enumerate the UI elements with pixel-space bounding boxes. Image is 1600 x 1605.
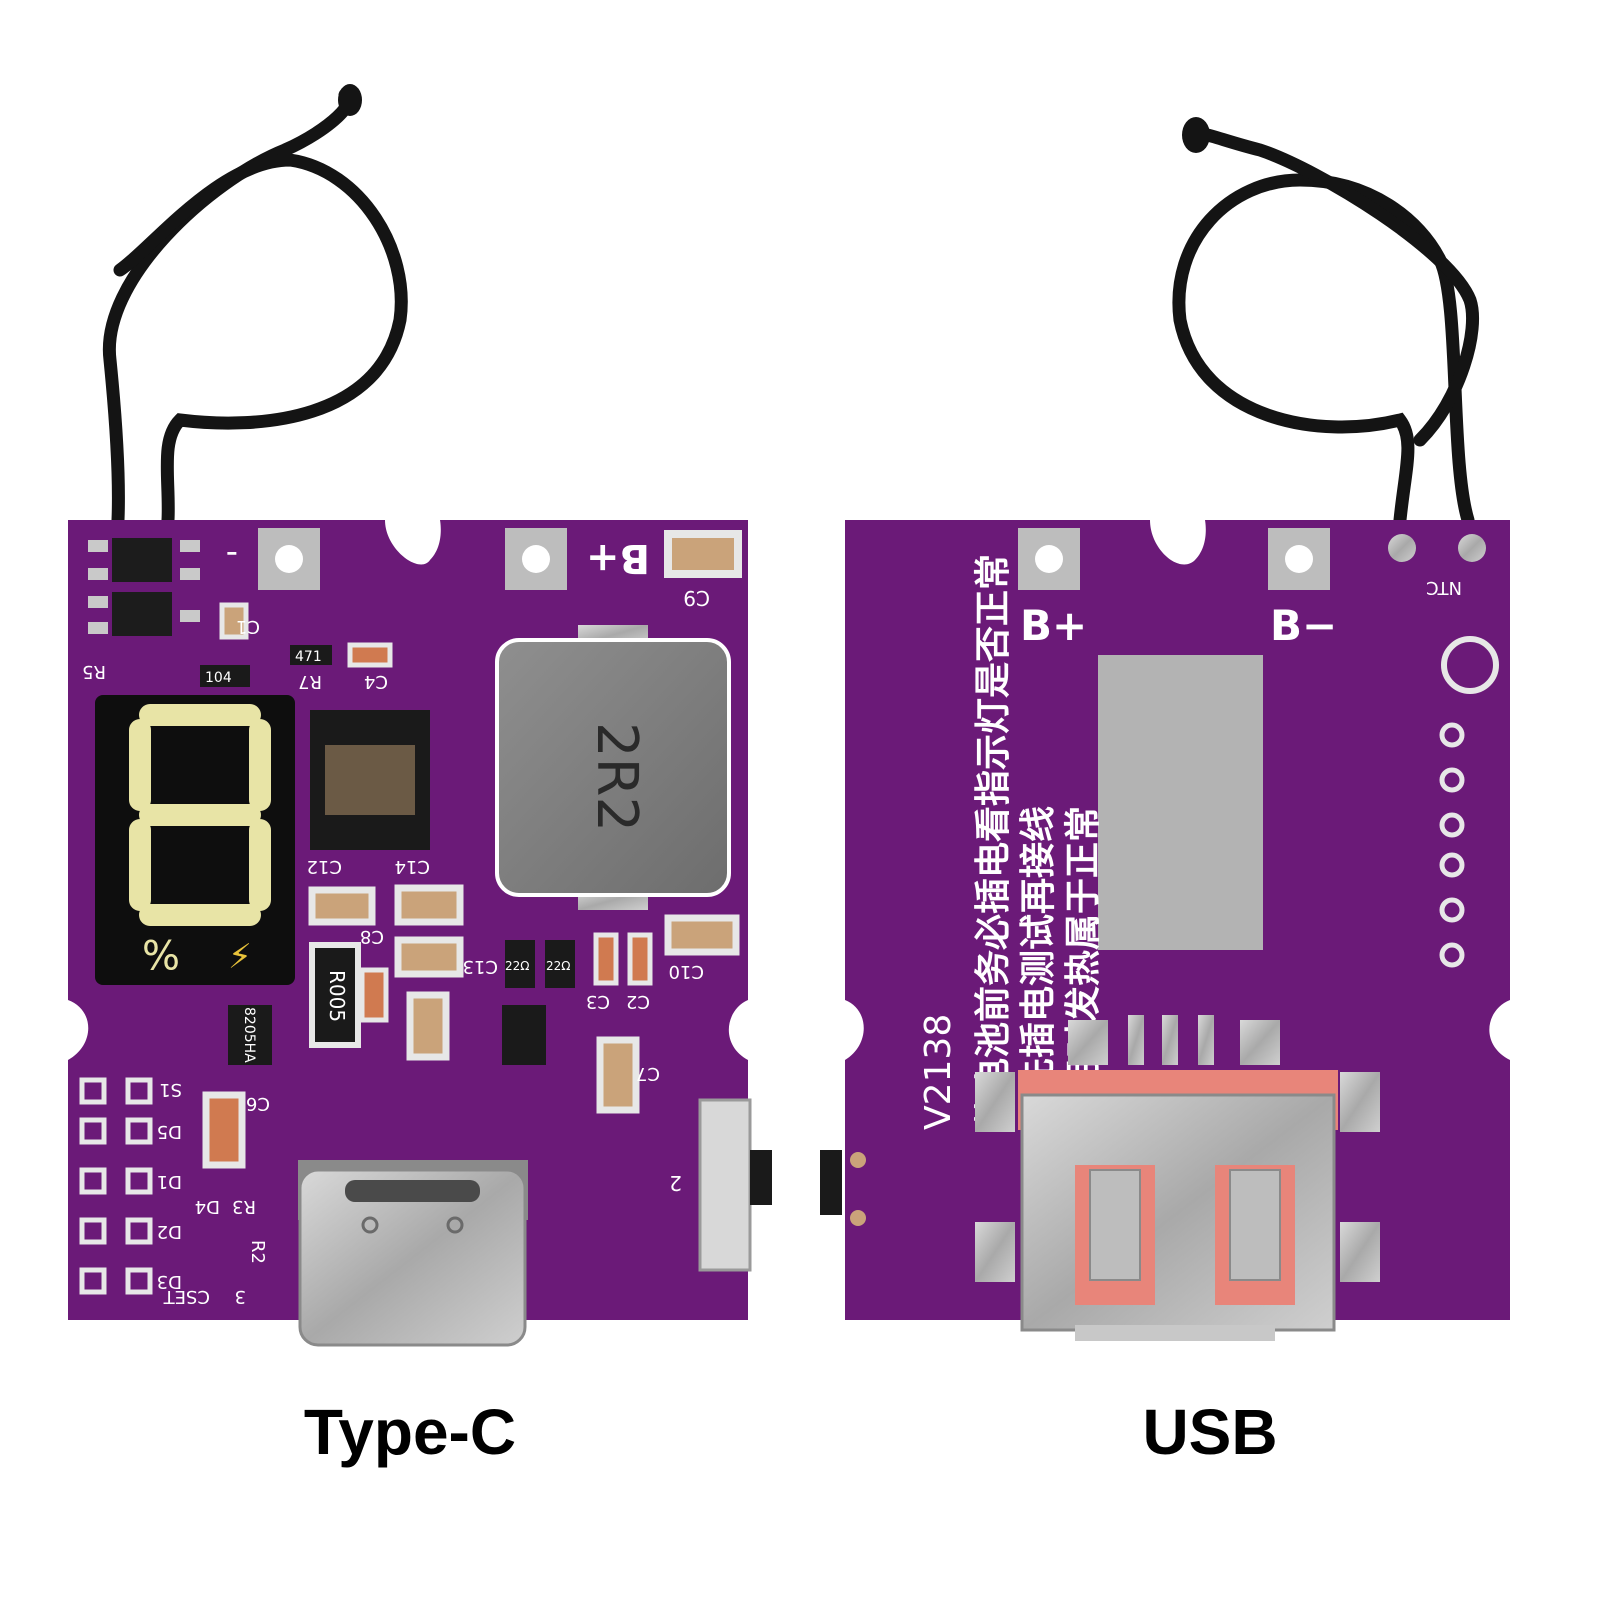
label-s1: 2	[669, 1171, 682, 1195]
ntc-label: NTC	[1426, 577, 1462, 598]
label-r7: R7	[298, 671, 322, 692]
marking-104: 104	[205, 670, 232, 686]
label-c12: C12	[307, 856, 342, 877]
back-top-pads	[1018, 528, 1330, 590]
mosfet-chips	[88, 538, 200, 636]
resistor-22-a	[505, 940, 535, 988]
resistor-22-b	[545, 940, 575, 988]
label-r5: R5	[82, 661, 106, 682]
back-board: B+ B− NTC V2138 装电池前务必插电看指示灯是否正常 请先插电测试再…	[820, 117, 1510, 1341]
chip-8205-left-marking: 8205HA	[241, 1007, 257, 1063]
label-c7: C7	[636, 1063, 660, 1084]
ntc-solder-1	[1388, 534, 1416, 562]
back-pad-bminus-label: B−	[1270, 601, 1337, 650]
caption-type-c: Type-C	[303, 1396, 517, 1468]
pad-minus-label: -	[226, 535, 238, 575]
label-c9: C9	[683, 586, 710, 610]
label-c3: C3	[586, 991, 610, 1012]
capacitor-c1	[219, 602, 249, 640]
display-percent: %	[142, 930, 180, 976]
round-pad	[1441, 636, 1499, 694]
via-1	[850, 1152, 866, 1168]
resistor-104	[200, 665, 250, 687]
back-pad-bplus-label: B+	[1020, 601, 1087, 650]
label-c8: C8	[360, 926, 384, 947]
caption-usb: USB	[1142, 1396, 1278, 1468]
via-2	[850, 1210, 866, 1226]
front-board: - B+ C9 2R2	[68, 84, 772, 1347]
label-c2: C2	[626, 991, 650, 1012]
switch-stub	[820, 1150, 842, 1215]
ntc-wire	[102, 84, 408, 527]
label-cset: R2	[247, 1240, 268, 1264]
label-c4: C4	[364, 671, 388, 692]
front-top-pads	[258, 528, 567, 590]
label-d1: D5	[157, 1121, 182, 1142]
ntc-solder-2	[1458, 534, 1486, 562]
marking-471: 471	[295, 649, 322, 665]
label-r2: R3	[232, 1196, 256, 1217]
label-c6: C6	[246, 1093, 270, 1114]
ntc-wire-back	[1172, 117, 1480, 527]
label-3: CSET	[163, 1286, 210, 1307]
model-label: V2138	[918, 1014, 959, 1130]
notice-line-1: 装电池前务必插电看指示灯是否正常	[973, 554, 1014, 1130]
middle-capacitors	[202, 884, 740, 1169]
battery-display: % ⚡	[95, 695, 295, 985]
label-2: 3	[235, 1286, 246, 1307]
sense-resistor	[309, 942, 361, 1048]
label-r3: D4	[195, 1196, 220, 1217]
controller-ic	[310, 710, 430, 850]
label-d3: D2	[157, 1221, 182, 1242]
usb-type-c-port	[298, 1160, 528, 1347]
via-column	[1439, 722, 1465, 968]
display-digits	[129, 704, 271, 926]
label-c10: C10	[669, 961, 704, 982]
label-d4: D3	[157, 1271, 182, 1292]
chip-8205-right	[502, 1005, 546, 1065]
marking-22-a: 22Ω	[505, 959, 529, 973]
label-c13: C13	[463, 956, 498, 977]
chip-8205-left	[228, 1005, 272, 1065]
inductor-marking: 2R2	[584, 722, 649, 832]
label-c14: C14	[395, 856, 430, 877]
capacitor-c4	[347, 642, 393, 668]
label-d2: D1	[157, 1171, 182, 1192]
capacitor-c9	[664, 530, 742, 578]
resistor-471	[290, 645, 332, 665]
marking-22-b: 22Ω	[546, 959, 570, 973]
led-pads	[79, 1077, 153, 1295]
usb-a-port	[975, 1015, 1380, 1341]
slide-switch	[698, 1098, 772, 1272]
display-bolt-icon: ⚡	[228, 937, 252, 977]
pad-bplus-label: B+	[586, 535, 650, 581]
thermal-pad	[1098, 655, 1263, 950]
inductor: 2R2	[495, 625, 731, 910]
label-c1: C1	[236, 616, 260, 637]
label-d5: S1	[159, 1079, 182, 1100]
sense-resistor-marking: R005	[325, 970, 349, 1022]
